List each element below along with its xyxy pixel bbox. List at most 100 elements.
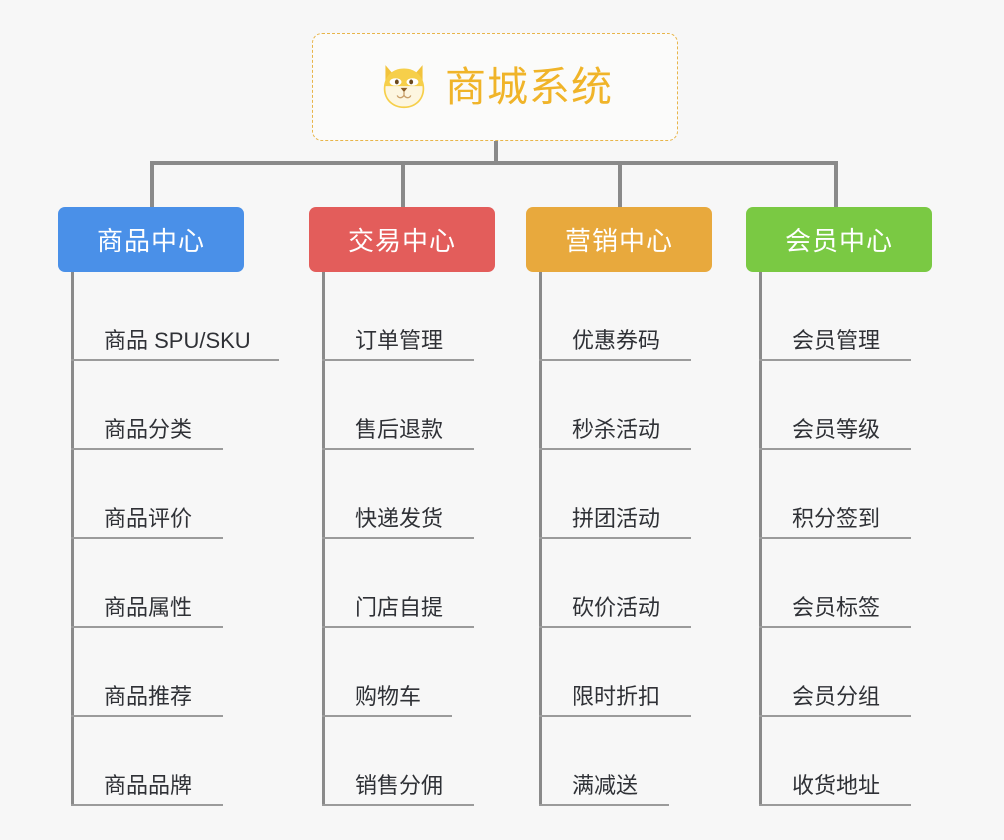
column-body-product-center: 商品 SPU/SKU 商品分类商品评价商品属性商品推荐商品品牌 bbox=[58, 272, 279, 806]
leaf-item-rule bbox=[322, 537, 474, 539]
leaf-item-label: 商品属性 bbox=[104, 594, 193, 620]
column-header-product-center[interactable]: 商品中心 bbox=[58, 207, 244, 272]
connector-horizontal-bar bbox=[150, 161, 838, 165]
leaf-item[interactable]: 会员管理 bbox=[746, 272, 932, 361]
leaf-item-label: 会员标签 bbox=[792, 594, 881, 620]
leaf-item[interactable]: 积分签到 bbox=[746, 450, 932, 539]
leaf-item[interactable]: 门店自提 bbox=[309, 539, 495, 628]
leaf-item-label: 限时折扣 bbox=[572, 683, 661, 709]
leaf-item-rule bbox=[539, 537, 691, 539]
leaf-item-rule bbox=[71, 804, 223, 806]
column-spine bbox=[759, 272, 762, 806]
leaf-item-rule bbox=[539, 715, 691, 717]
column-body-trade-center: 订单管理售后退款快递发货门店自提购物车销售分佣 bbox=[309, 272, 495, 806]
leaf-item-label: 满减送 bbox=[572, 772, 639, 798]
leaf-item[interactable]: 商品推荐 bbox=[58, 628, 244, 717]
leaf-item[interactable]: 会员标签 bbox=[746, 539, 932, 628]
leaf-item[interactable]: 商品属性 bbox=[58, 539, 244, 628]
leaf-item[interactable]: 购物车 bbox=[309, 628, 495, 717]
leaf-item[interactable]: 商品 SPU/SKU bbox=[58, 272, 279, 361]
leaf-item[interactable]: 商品分类 bbox=[58, 361, 244, 450]
leaf-item-label: 会员等级 bbox=[792, 416, 881, 442]
leaf-item-label: 售后退款 bbox=[355, 416, 444, 442]
leaf-item[interactable]: 售后退款 bbox=[309, 361, 495, 450]
leaf-item-rule bbox=[539, 626, 691, 628]
leaf-item-rule bbox=[322, 804, 474, 806]
column-header-label: 营销中心 bbox=[564, 226, 673, 256]
leaf-list: 优惠券码秒杀活动拼团活动砍价活动限时折扣满减送 bbox=[526, 272, 712, 806]
connector-drop-2 bbox=[401, 161, 405, 207]
leaf-item[interactable]: 快递发货 bbox=[309, 450, 495, 539]
leaf-item-label: 订单管理 bbox=[355, 327, 444, 353]
leaf-item-label: 优惠券码 bbox=[572, 327, 661, 353]
leaf-item[interactable]: 秒杀活动 bbox=[526, 361, 712, 450]
leaf-item[interactable]: 收货地址 bbox=[746, 717, 932, 806]
leaf-list: 订单管理售后退款快递发货门店自提购物车销售分佣 bbox=[309, 272, 495, 806]
leaf-item-rule bbox=[539, 359, 691, 361]
column-header-marketing-center[interactable]: 营销中心 bbox=[526, 207, 712, 272]
connector-root-stem bbox=[494, 141, 498, 164]
column-member-center: 会员中心会员管理会员等级积分签到会员标签会员分组收货地址 bbox=[746, 207, 932, 806]
column-header-member-center[interactable]: 会员中心 bbox=[746, 207, 932, 272]
leaf-item-rule bbox=[759, 626, 911, 628]
leaf-item-rule bbox=[71, 715, 223, 717]
leaf-item[interactable]: 拼团活动 bbox=[526, 450, 712, 539]
root-node[interactable]: 商城系统 bbox=[312, 33, 678, 141]
column-trade-center: 交易中心订单管理售后退款快递发货门店自提购物车销售分佣 bbox=[309, 207, 495, 806]
leaf-item-rule bbox=[322, 626, 474, 628]
leaf-item-label: 会员管理 bbox=[792, 327, 881, 353]
column-spine bbox=[539, 272, 542, 806]
connector-drop-1 bbox=[150, 161, 154, 207]
leaf-item[interactable]: 优惠券码 bbox=[526, 272, 712, 361]
leaf-item-rule bbox=[71, 448, 223, 450]
leaf-item[interactable]: 会员分组 bbox=[746, 628, 932, 717]
root-title: 商城系统 bbox=[445, 63, 613, 110]
leaf-item[interactable]: 会员等级 bbox=[746, 361, 932, 450]
leaf-item[interactable]: 砍价活动 bbox=[526, 539, 712, 628]
column-header-label: 交易中心 bbox=[347, 226, 456, 256]
leaf-item[interactable]: 满减送 bbox=[526, 717, 712, 806]
leaf-item-label: 收货地址 bbox=[792, 772, 881, 798]
leaf-item[interactable]: 商品评价 bbox=[58, 450, 244, 539]
leaf-item-rule bbox=[71, 537, 223, 539]
column-header-label: 商品中心 bbox=[96, 226, 205, 256]
column-product-center: 商品中心商品 SPU/SKU 商品分类商品评价商品属性商品推荐商品品牌 bbox=[58, 207, 279, 806]
leaf-item-rule bbox=[71, 626, 223, 628]
leaf-item-rule bbox=[322, 448, 474, 450]
leaf-item[interactable]: 订单管理 bbox=[309, 272, 495, 361]
leaf-item-rule bbox=[539, 448, 691, 450]
leaf-item[interactable]: 限时折扣 bbox=[526, 628, 712, 717]
leaf-item-label: 商品品牌 bbox=[104, 772, 193, 798]
leaf-item-label: 积分签到 bbox=[792, 505, 881, 531]
column-body-member-center: 会员管理会员等级积分签到会员标签会员分组收货地址 bbox=[746, 272, 932, 806]
leaf-item-label: 商品评价 bbox=[104, 505, 193, 531]
leaf-item-rule bbox=[759, 359, 911, 361]
leaf-item[interactable]: 销售分佣 bbox=[309, 717, 495, 806]
leaf-list: 会员管理会员等级积分签到会员标签会员分组收货地址 bbox=[746, 272, 932, 806]
shiba-dog-icon bbox=[383, 65, 425, 109]
leaf-item-rule bbox=[759, 448, 911, 450]
column-spine bbox=[71, 272, 74, 806]
leaf-item-rule bbox=[759, 537, 911, 539]
leaf-item-label: 秒杀活动 bbox=[572, 416, 661, 442]
leaf-item-label: 销售分佣 bbox=[355, 772, 444, 798]
connector-drop-3 bbox=[618, 161, 622, 207]
leaf-item[interactable]: 商品品牌 bbox=[58, 717, 244, 806]
leaf-list: 商品 SPU/SKU 商品分类商品评价商品属性商品推荐商品品牌 bbox=[58, 272, 279, 806]
connector-drop-4 bbox=[834, 161, 838, 207]
leaf-item-label: 商品 SPU/SKU bbox=[104, 327, 251, 353]
leaf-item-rule bbox=[539, 804, 669, 806]
leaf-item-rule bbox=[322, 359, 474, 361]
leaf-item-label: 会员分组 bbox=[792, 683, 881, 709]
leaf-item-label: 拼团活动 bbox=[572, 505, 661, 531]
leaf-item-label: 门店自提 bbox=[355, 594, 444, 620]
leaf-item-rule bbox=[759, 715, 911, 717]
column-header-trade-center[interactable]: 交易中心 bbox=[309, 207, 495, 272]
column-header-label: 会员中心 bbox=[784, 226, 893, 256]
leaf-item-label: 快递发货 bbox=[355, 505, 444, 531]
column-spine bbox=[322, 272, 325, 806]
column-body-marketing-center: 优惠券码秒杀活动拼团活动砍价活动限时折扣满减送 bbox=[526, 272, 712, 806]
leaf-item-label: 商品分类 bbox=[104, 416, 193, 442]
leaf-item-label: 砍价活动 bbox=[572, 594, 661, 620]
